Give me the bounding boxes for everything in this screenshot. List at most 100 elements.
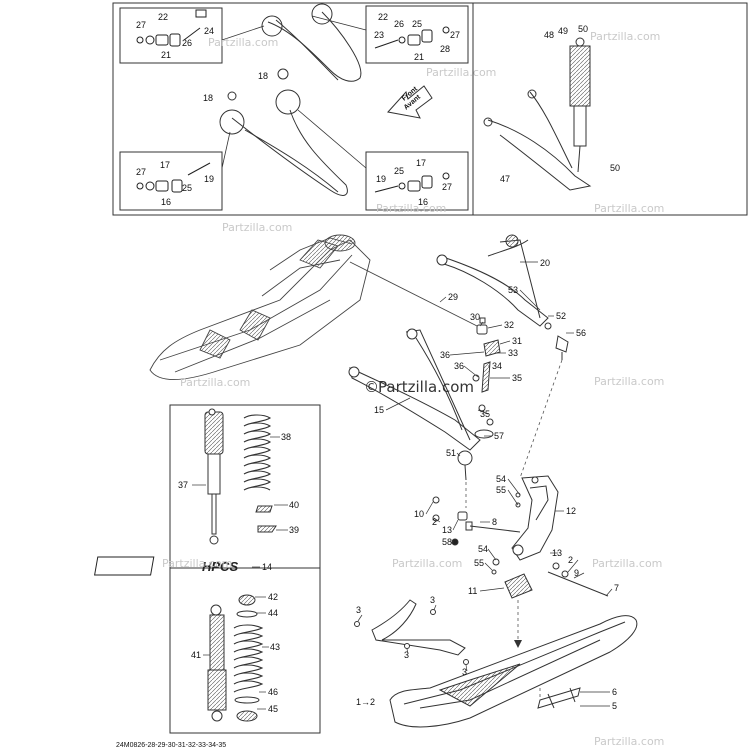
callout: 55: [474, 558, 484, 568]
downward-arrow: [514, 640, 522, 648]
callout: 56: [576, 328, 586, 338]
callout: 38: [281, 432, 291, 442]
callout: 19: [376, 174, 386, 184]
callout: 1→2: [356, 697, 375, 707]
callout: 51: [446, 448, 456, 458]
callout: 18: [203, 93, 213, 103]
lower-a-arm-detail: [219, 89, 348, 196]
callout: 27: [442, 182, 452, 192]
front-direction-arrow: Front Avant: [387, 85, 433, 119]
callout: 36: [440, 350, 450, 360]
callout: 48: [544, 30, 554, 40]
callout: 45: [268, 704, 278, 714]
callout: 25: [182, 183, 192, 193]
callout: 17: [160, 160, 170, 170]
callout: 22: [378, 12, 388, 22]
drawing-code: 24M0826-28-29-30-31-32-33-34-35: [116, 742, 226, 749]
callout: 25: [412, 19, 422, 29]
callout: 2: [568, 555, 573, 565]
spindle-knuckle: [511, 475, 559, 561]
callout: 3: [404, 650, 409, 660]
ski-handle: [354, 599, 469, 665]
copyright-symbol: ©: [364, 378, 379, 396]
callout: 34: [492, 361, 502, 371]
callout: 25: [394, 166, 404, 176]
callout: 17: [416, 158, 426, 168]
watermark-repeat: Partzilla.com: [594, 202, 664, 215]
callout: 35: [480, 409, 490, 419]
callout: 6: [612, 687, 617, 697]
inset-box-2: [119, 151, 223, 211]
callout: 54: [496, 474, 506, 484]
watermark-repeat: Partzilla.com: [590, 30, 660, 43]
leader-lines-main: [357, 261, 613, 707]
upper-control-arm: [436, 234, 549, 327]
bushing-set-lower-right: [374, 172, 450, 193]
callout: 22: [158, 12, 168, 22]
shock-assembly-detail: [483, 37, 592, 191]
ski-stopper: [504, 573, 533, 599]
hpcs-text: HPCS: [202, 559, 238, 574]
lower-coil-spring: [233, 624, 264, 693]
callout: 19: [204, 174, 214, 184]
watermark-repeat: Partzilla.com: [392, 557, 462, 570]
callout: 46: [268, 687, 278, 697]
callout: 26: [182, 38, 192, 48]
callout: 16: [418, 197, 428, 207]
callout: 27: [136, 20, 146, 30]
callout: 41: [191, 650, 201, 660]
callout: 43: [270, 642, 280, 652]
callout: 42: [268, 592, 278, 602]
upper-a-arm-detail: [261, 3, 362, 82]
alignment-dashed-lines: [465, 359, 563, 700]
lower-shock-panel: [169, 567, 321, 734]
callout: 31: [512, 336, 522, 346]
watermark-repeat: Partzilla.com: [592, 557, 662, 570]
callout: 44: [268, 608, 278, 618]
callout: 54: [478, 544, 488, 554]
callout: 7: [614, 583, 619, 593]
callout: 8: [492, 517, 497, 527]
watermark-repeat: Partzilla.com: [594, 735, 664, 748]
callout: 15: [374, 405, 384, 415]
callout: 27: [450, 30, 460, 40]
callout: 12: [566, 506, 576, 516]
spring-seats-lower: [234, 594, 260, 722]
callout: 27: [136, 167, 146, 177]
callout: 39: [289, 525, 299, 535]
callout: 13: [442, 525, 452, 535]
ski: [389, 615, 638, 728]
chassis-frame-sketch: [149, 234, 486, 380]
callout: 24: [204, 26, 214, 36]
callout: 29: [448, 292, 458, 302]
watermark-repeat: Partzilla.com: [594, 375, 664, 388]
sway-bar-link-hardware: [472, 317, 501, 426]
bushing-set-upper-right: [374, 26, 450, 49]
callout: 49: [558, 26, 568, 36]
lower-shock-absorber: [207, 604, 227, 722]
callout: 21: [161, 50, 171, 60]
callout: 53: [508, 285, 518, 295]
callout: 33: [508, 348, 518, 358]
callout: 57: [494, 431, 504, 441]
callout: 16: [161, 197, 171, 207]
upper-coil-spring: [243, 414, 271, 491]
callout: 36: [454, 361, 464, 371]
ball-joints: [457, 322, 569, 481]
callout: 5: [612, 701, 617, 711]
watermark-repeat: Partzilla.com: [222, 221, 292, 234]
bushing-set-lower-left: [136, 162, 211, 193]
hpcs-label-badge: HPCS: [94, 556, 238, 576]
watermark-repeat: Partzilla.com: [180, 376, 250, 389]
callout: 50: [610, 163, 620, 173]
callout: 30: [470, 312, 480, 322]
callout: 58: [442, 537, 452, 547]
callout: 3: [430, 595, 435, 605]
callout: 52: [556, 311, 566, 321]
callout: 10: [414, 509, 424, 519]
callout: 20: [540, 258, 550, 268]
lower-control-arm: [348, 328, 481, 451]
spindle-hardware: [432, 492, 609, 597]
callout: 40: [289, 500, 299, 510]
callout: 21: [414, 52, 424, 62]
